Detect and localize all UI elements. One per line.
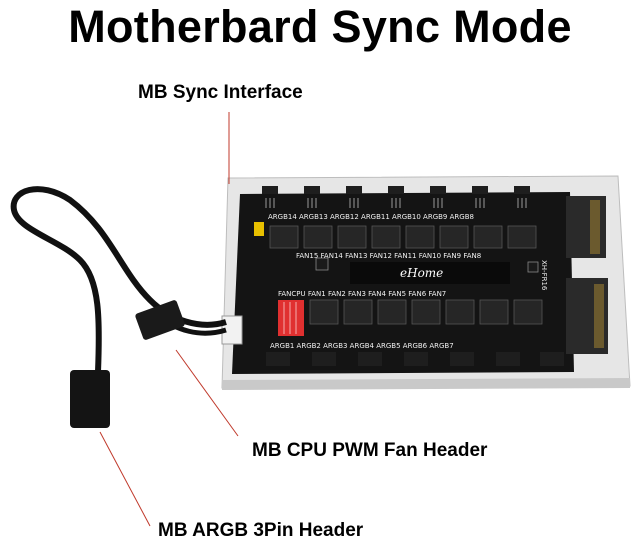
fan-row-lower-labels: FANCPU FAN1 FAN2 FAN3 FAN4 FAN5 FAN6 FAN…	[278, 290, 446, 298]
cpu-fan-header	[278, 300, 304, 336]
callout-argb-header: MB ARGB 3Pin Header	[158, 520, 364, 541]
chip	[315, 257, 329, 271]
bottom-argb-labels: ARGB1 ARGB2 ARGB3 ARGB4 ARGB5 ARGB6 ARGB…	[270, 342, 454, 350]
acrylic-edge	[222, 378, 630, 390]
fan-row-upper-labels: FAN15 FAN14 FAN13 FAN12 FAN11 FAN10 FAN9…	[296, 252, 481, 260]
sync-cable	[10, 186, 227, 373]
sync-switch	[254, 222, 264, 236]
brand-logo: eHome	[400, 266, 443, 280]
top-argb-labels: ARGB14 ARGB13 ARGB12 ARGB11 ARGB10 ARGB9…	[268, 213, 474, 221]
model-label: XH-FR16	[540, 260, 548, 291]
sata-contacts-top	[590, 200, 600, 254]
top-header-pins	[265, 198, 527, 208]
cpu-fan-header-pins	[283, 302, 297, 334]
fan-plug	[135, 300, 185, 340]
top-argb-header-row	[262, 186, 530, 194]
sata-contacts-bottom	[594, 284, 604, 348]
chip-right	[527, 261, 539, 273]
callout-sync-interface: MB Sync Interface	[138, 82, 303, 103]
callout-cpu-fan-header: MB CPU PWM Fan Header	[252, 440, 488, 461]
page-title: Motherbard Sync Mode	[68, 1, 572, 52]
logo-plate	[350, 262, 510, 284]
lower-fan-header-row	[309, 299, 543, 325]
callout-line-cpu	[175, 349, 239, 437]
argb-plug	[70, 370, 110, 428]
bottom-argb-header-row	[266, 352, 564, 366]
upper-fan-header-row	[269, 225, 537, 249]
callout-line-argb	[99, 431, 151, 527]
